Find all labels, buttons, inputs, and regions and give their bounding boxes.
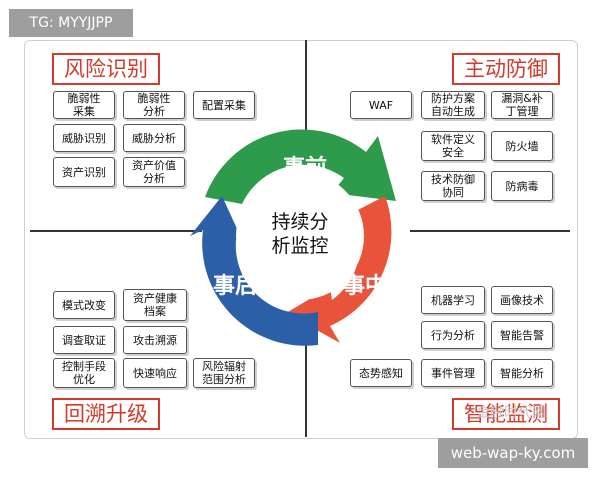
stage-during-label: 事中	[343, 274, 388, 299]
backtrack-item: 快速响应	[123, 358, 187, 388]
title-risk-identification: 风险识别	[52, 53, 160, 85]
backtrack-item: 风险辐射 范围分析	[193, 358, 255, 388]
backtrack-item: 调查取证	[53, 326, 115, 354]
backtrack-item: 资产健康 档案	[123, 289, 187, 321]
stage-after-label: 事后	[213, 274, 258, 299]
backtrack-item: 攻击溯源	[123, 326, 187, 354]
risk-item: 脆弱性 采集	[53, 91, 115, 119]
risk-item: 配置采集	[193, 91, 255, 119]
divider-bottom	[305, 335, 307, 437]
arrow-during	[286, 196, 392, 343]
source-watermark: 金融时代网	[476, 405, 546, 421]
risk-item: 威胁分析	[123, 124, 185, 152]
defense-item: WAF	[350, 91, 412, 119]
divider-top	[305, 40, 307, 132]
backtrack-item: 模式改变	[53, 291, 115, 319]
divider-right	[410, 230, 570, 232]
cycle-center-label: 持续分 析监控	[271, 211, 329, 257]
monitor-item: 画像技术	[491, 286, 553, 314]
monitor-item: 事件管理	[421, 359, 485, 387]
monitor-item: 行为分析	[421, 321, 485, 349]
backtrack-item: 控制手段 优化	[53, 358, 115, 388]
monitor-item: 智能告警	[491, 321, 553, 349]
monitor-item: 机器学习	[421, 286, 485, 314]
risk-item: 脆弱性 分析	[123, 91, 185, 119]
defense-item: 漏洞&补 丁管理	[491, 91, 553, 119]
tag-label: TG: MYYJJPP	[9, 9, 133, 37]
risk-item: 资产识别	[53, 157, 115, 187]
title-backtrack-upgrade: 回溯升级	[52, 398, 160, 430]
defense-item: 防护方案 自动生成	[421, 91, 485, 119]
arrow-before	[205, 129, 396, 204]
stage-before-label: 事前	[283, 156, 328, 181]
watermark-label: web-wap-ky.com	[438, 438, 588, 468]
defense-item: 防火墙	[491, 131, 553, 161]
title-active-defense: 主动防御	[452, 53, 560, 85]
title-intelligent-monitoring: 智能监测	[452, 398, 560, 430]
monitor-item: 态势感知	[350, 359, 412, 387]
defense-item: 防病毒	[491, 171, 553, 201]
divider-left	[30, 230, 202, 232]
defense-item: 软件定义 安全	[421, 131, 485, 161]
defense-item: 技术防御 协同	[421, 171, 485, 201]
monitor-item: 智能分析	[491, 359, 553, 387]
arrow-after	[190, 196, 318, 346]
risk-item: 资产价值 分析	[123, 157, 185, 187]
risk-item: 威胁识别	[53, 124, 115, 152]
